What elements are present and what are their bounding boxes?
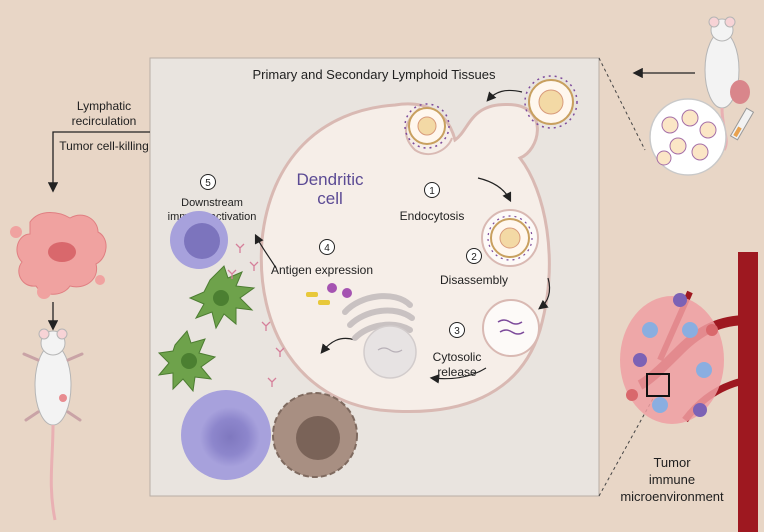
left-flow-line3: Tumor cell-killing	[59, 139, 149, 153]
step-4: 4 Antigen expression	[271, 239, 373, 277]
step-3-number: 3	[454, 326, 460, 337]
step-2: 2 Disassembly	[440, 248, 508, 287]
arrow-step2	[538, 277, 551, 310]
green-dendritic-cell-1	[188, 265, 256, 330]
arrow-uptake	[486, 89, 523, 102]
arrow-step1	[477, 177, 512, 203]
arrow-recirculation	[47, 131, 150, 193]
step-5-number: 5	[205, 178, 211, 189]
tumor-cells-cluster	[10, 212, 107, 299]
step-3-label-line2: release	[437, 365, 477, 379]
nanoparticle-pocket	[404, 103, 450, 149]
antibody-icons	[227, 243, 285, 387]
zoom-line-top	[598, 57, 646, 151]
step-4-number: 4	[324, 243, 330, 254]
step-4-label: Antigen expression	[271, 263, 373, 277]
tme-label-line1: Tumor	[653, 455, 691, 470]
left-flow-line2: recirculation	[72, 114, 137, 128]
syringe-icon	[729, 107, 755, 141]
endosome-vesicle	[481, 209, 539, 267]
left-flow-line1: Lymphatic	[77, 99, 131, 113]
zoom-box	[646, 373, 670, 397]
arrow-step4	[254, 233, 277, 269]
step-1: 1 Endocytosis	[400, 182, 465, 223]
t-cell-small	[170, 211, 228, 269]
step-3-label-line1: Cytosolic	[433, 350, 482, 364]
arrow-step3	[429, 367, 487, 384]
t-cell-large	[181, 390, 271, 480]
dendritic-label-line2: cell	[317, 189, 343, 208]
tme-label-line3: microenvironment	[620, 489, 724, 504]
step-1-label: Endocytosis	[400, 209, 465, 223]
tme-label-line2: immune	[649, 472, 695, 487]
dendritic-label-line1: Dendritic	[296, 170, 364, 189]
disassembled-vesicle	[482, 299, 540, 357]
green-dendritic-cell-2	[157, 330, 217, 393]
golgi-apparatus	[342, 293, 415, 341]
arrow-step-er	[320, 337, 356, 354]
nanoparticle-outside	[524, 75, 578, 129]
tumor-mass	[620, 293, 724, 424]
antigen-molecules	[306, 283, 352, 305]
mrna-strand	[377, 347, 403, 353]
panel-title: Primary and Secondary Lymphoid Tissues	[252, 67, 496, 82]
nucleus	[363, 325, 417, 379]
step-5-label-line1: Downstream	[181, 197, 243, 209]
step-1-number: 1	[429, 186, 435, 197]
macrophage-cell	[272, 392, 358, 478]
mouse-treated	[22, 328, 84, 521]
step-2-number: 2	[471, 252, 477, 263]
nanoparticle-dish	[649, 98, 727, 176]
step-3: 3 Cytosolic release	[433, 322, 482, 379]
step-2-label: Disassembly	[440, 273, 508, 287]
